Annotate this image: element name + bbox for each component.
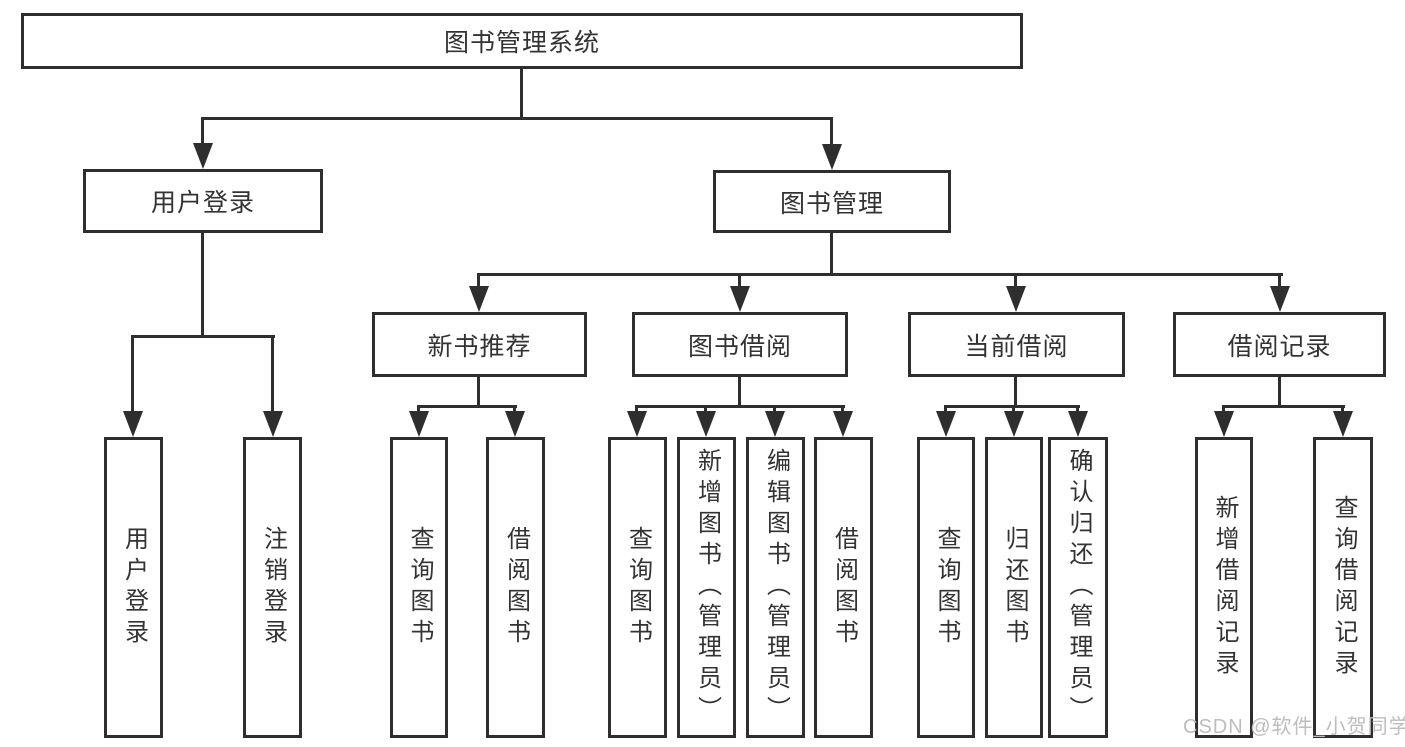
connector-line	[1012, 405, 1015, 411]
node-new-book-recommendation: 新书推荐	[372, 312, 587, 377]
connector-line	[704, 405, 707, 411]
connector-line	[944, 405, 947, 411]
leaf-edit-book-admin: 编辑图书（管理员）	[746, 437, 805, 738]
node-book-management: 图书管理	[713, 170, 951, 233]
connector-line	[635, 405, 638, 411]
connector-line	[201, 233, 204, 335]
leaf-borrow-books-borrowing-label: 借阅图书	[830, 525, 858, 650]
connector-line	[520, 69, 523, 117]
leaf-confirm-return-admin: 确认归还（管理员）	[1048, 437, 1108, 738]
connector-arrow	[833, 411, 853, 437]
connector-arrow	[409, 411, 429, 437]
leaf-query-books-current-label: 查询图书	[933, 525, 960, 650]
leaf-borrow-books-recommend-label: 借阅图书	[502, 525, 530, 650]
connector-arrow	[263, 411, 283, 437]
connector-arrow	[1333, 411, 1353, 437]
connector-arrow	[193, 143, 213, 169]
node-new-book-recommendation-label: 新书推荐	[427, 332, 532, 361]
connector-arrow	[696, 411, 716, 437]
leaf-user-login-label: 用户登录	[120, 525, 148, 650]
connector-arrow	[469, 286, 489, 312]
node-book-management-label: 图书管理	[779, 189, 884, 218]
node-book-borrowing: 图书借阅	[632, 312, 848, 377]
leaf-logout-label: 注销登录	[259, 525, 287, 650]
node-current-borrowing: 当前借阅	[908, 312, 1125, 377]
connector-line	[201, 117, 833, 120]
node-library-management-system-label: 图书管理系统	[443, 29, 600, 57]
leaf-edit-book-admin-label: 编辑图书（管理员）	[762, 448, 790, 727]
connector-arrow	[123, 411, 143, 437]
connector-line	[417, 405, 420, 411]
connector-line	[131, 335, 275, 338]
leaf-query-books-borrowing-label: 查询图书	[624, 525, 652, 650]
leaf-confirm-return-admin-label: 确认归还（管理员）	[1065, 448, 1092, 727]
connector-line	[841, 405, 844, 411]
connector-line	[477, 377, 480, 405]
connector-arrow	[1214, 411, 1234, 437]
node-library-management-system: 图书管理系统	[21, 13, 1023, 69]
connector-line	[635, 405, 845, 408]
connector-line	[1341, 405, 1344, 411]
connector-line	[1278, 273, 1281, 286]
leaf-query-borrow-record: 查询借阅记录	[1313, 437, 1373, 738]
leaf-logout: 注销登录	[243, 437, 302, 738]
node-borrowing-records-label: 借阅记录	[1227, 332, 1332, 361]
connector-arrow	[936, 411, 956, 437]
connector-line	[773, 405, 776, 411]
node-current-borrowing-label: 当前借阅	[964, 332, 1069, 361]
leaf-borrow-books-recommend: 借阅图书	[486, 437, 545, 738]
connector-line	[1222, 405, 1225, 411]
node-borrowing-records: 借阅记录	[1173, 312, 1386, 377]
leaf-query-borrow-record-label: 查询借阅记录	[1330, 494, 1357, 681]
connector-arrow	[627, 411, 647, 437]
connector-arrow	[1270, 286, 1290, 312]
connector-line	[1076, 405, 1079, 411]
connector-line	[830, 233, 833, 273]
connector-line	[513, 405, 516, 411]
connector-arrow	[505, 411, 525, 437]
connector-line	[477, 273, 1283, 276]
connector-line	[830, 117, 833, 144]
node-user-login: 用户登录	[83, 169, 323, 233]
connector-line	[417, 405, 517, 408]
connector-arrow	[822, 144, 842, 170]
connector-line	[271, 335, 274, 411]
connector-line	[738, 377, 741, 405]
leaf-query-books-recommend-label: 查询图书	[406, 525, 433, 650]
node-book-borrowing-label: 图书借阅	[687, 332, 792, 361]
watermark: CSDN @软件_小贺同学	[1183, 716, 1405, 738]
leaf-add-borrow-record: 新增借阅记录	[1195, 437, 1253, 738]
connector-line	[1014, 273, 1017, 286]
connector-arrow	[1004, 411, 1024, 437]
leaf-query-books-borrowing: 查询图书	[608, 437, 667, 738]
leaf-return-books-label: 归还图书	[1001, 525, 1028, 650]
leaf-borrow-books-borrowing: 借阅图书	[814, 437, 873, 738]
leaf-return-books: 归还图书	[985, 437, 1043, 738]
connector-arrow	[765, 411, 785, 437]
leaf-query-books-current: 查询图书	[917, 437, 975, 738]
connector-arrow	[1006, 286, 1026, 312]
connector-line	[477, 273, 480, 286]
connector-line	[131, 335, 134, 411]
leaf-add-book-admin-label: 新增图书（管理员）	[693, 448, 721, 727]
connector-line	[1278, 377, 1281, 405]
node-user-login-label: 用户登录	[150, 189, 255, 217]
connector-line	[1014, 377, 1017, 405]
connector-arrow	[730, 286, 750, 312]
leaf-user-login: 用户登录	[104, 437, 163, 738]
leaf-add-borrow-record-label: 新增借阅记录	[1211, 494, 1238, 681]
leaf-query-books-recommend: 查询图书	[390, 437, 448, 738]
leaf-add-book-admin: 新增图书（管理员）	[677, 437, 736, 738]
connector-line	[738, 273, 741, 286]
connector-line	[201, 117, 204, 143]
connector-arrow	[1068, 411, 1088, 437]
connector-line	[1222, 405, 1345, 408]
